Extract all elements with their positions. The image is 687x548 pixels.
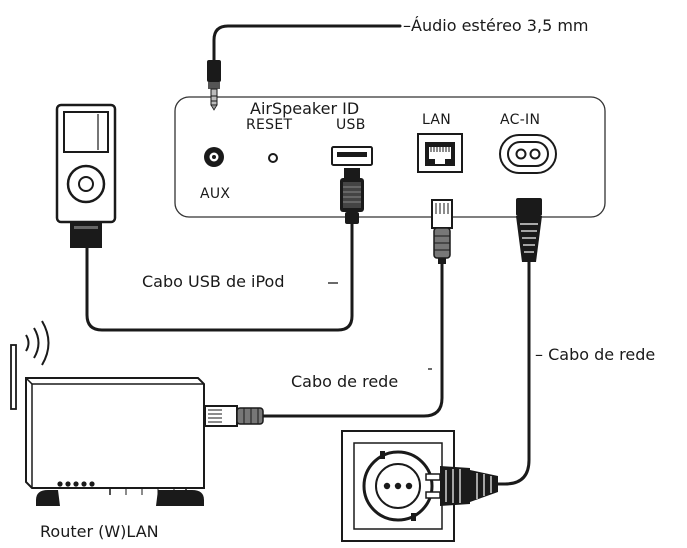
ac-power-cable [496,260,531,486]
ipod-icon [55,103,117,248]
lan-cable [260,260,444,418]
ac-plug-device-icon [516,198,542,262]
lan-port-label: LAN [422,112,451,128]
usb-port-label: USB [336,117,366,133]
usb-cable [85,220,354,332]
reset-button-icon [268,153,278,163]
usb-plug-icon [340,168,364,224]
audio-cable [212,24,402,79]
lan-plug-device-icon [431,199,453,264]
usb-cable-label: Cabo USB de iPod [142,272,285,291]
lan-cable-label: Cabo de rede [291,372,398,391]
wall-socket-icon [341,430,455,542]
device-name-label: AirSpeaker ID [250,99,359,118]
usb-port-icon [331,146,373,166]
airspeaker-device-body [174,96,606,218]
aux-jack-icon [204,147,224,167]
audio-cable-label: –Áudio estéreo 3,5 mm [403,16,589,35]
ac-plug-wall-icon [425,466,498,506]
ac-in-port-label: AC-IN [500,112,540,128]
ac-in-socket-icon [499,134,557,174]
lan-port-icon [417,133,463,173]
reset-port-label: RESET [246,117,293,133]
audio-plug-icon [207,60,221,111]
aux-port-label: AUX [200,186,230,202]
router-icon [10,320,205,506]
power-cable-label: – Cabo de rede [535,345,655,364]
lan-plug-router-icon [204,405,264,427]
router-label: Router (W)LAN [40,522,159,541]
